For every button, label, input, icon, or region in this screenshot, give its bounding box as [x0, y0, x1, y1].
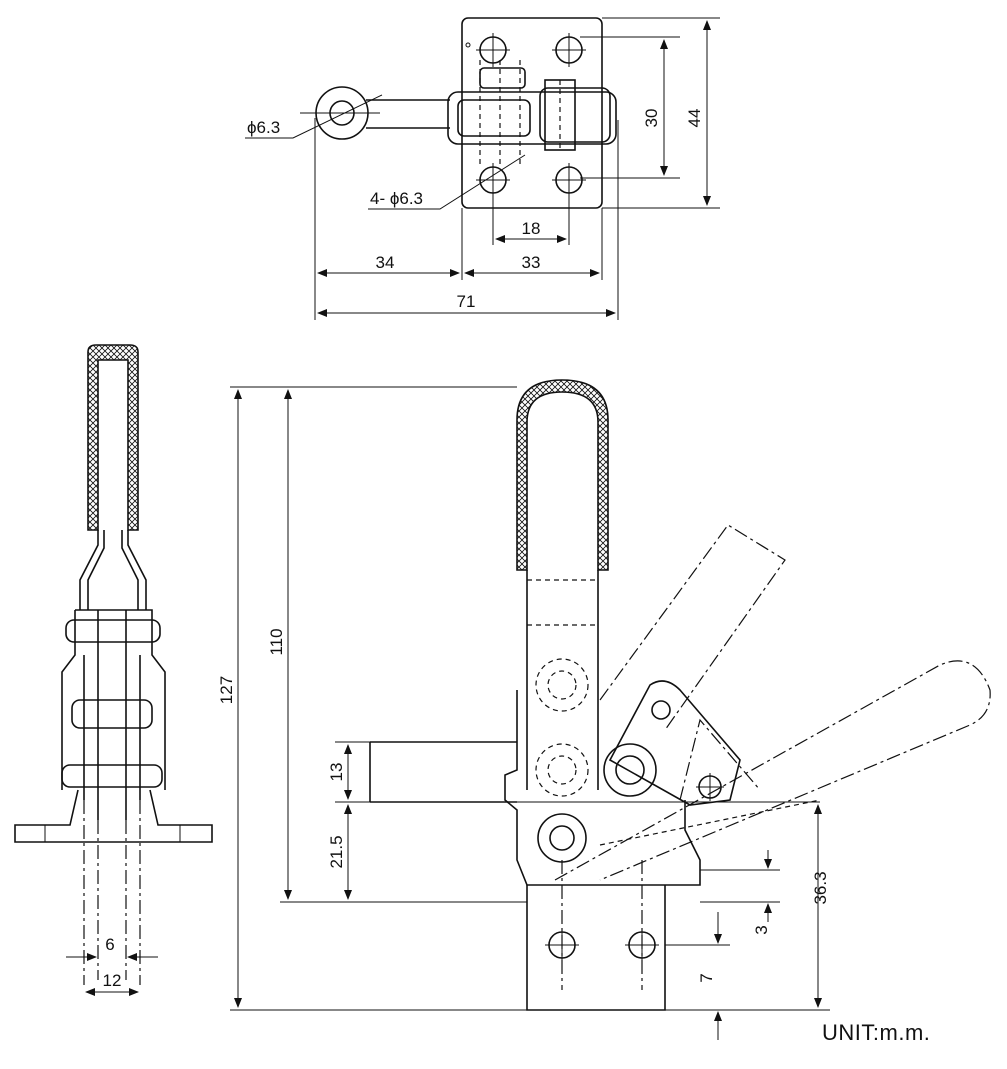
- dim-spindle-block: 13: [327, 763, 346, 782]
- front-view: 6 12: [14, 344, 213, 996]
- top-view: 30 44 18 34 33 71 ϕ6.3 4- ϕ6.3: [245, 17, 720, 320]
- dim-overall-height: 127: [217, 676, 236, 704]
- side-view: 127 110 13 21.5 36.3 3 7: [217, 379, 991, 1040]
- dim-base-thickness: 3: [752, 925, 771, 934]
- dim-base-width: 33: [522, 253, 541, 272]
- dim-handle-height: 110: [267, 628, 286, 655]
- dim-pivot-height: 21.5: [327, 835, 346, 868]
- dim-clamp-height: 36.3: [811, 871, 830, 904]
- dim-hole-pitch-horizontal: 18: [522, 219, 541, 238]
- unit-label: UNIT:m.m.: [822, 1020, 931, 1045]
- top-linkage: [447, 60, 617, 165]
- side-pivots: [535, 658, 724, 863]
- dim-hole-pitch-vertical: 30: [642, 109, 661, 128]
- front-grip: [87, 344, 139, 531]
- dim-outer-width: 12: [103, 971, 122, 990]
- dim-overall-length: 71: [457, 292, 476, 311]
- base-holes-callout: 4- ϕ6.3: [370, 189, 423, 208]
- dim-arm-reach: 34: [376, 253, 395, 272]
- top-base-holes: [476, 33, 586, 197]
- top-base-plate: [461, 17, 603, 209]
- dim-hole-offset: 7: [697, 973, 716, 982]
- side-phantom-positions: [554, 524, 991, 881]
- top-handle-arm: [300, 86, 450, 140]
- top-dimensions: 30 44 18 34 33 71 ϕ6.3 4- ϕ6.3: [245, 17, 720, 320]
- dim-inner-width: 6: [105, 935, 114, 954]
- dim-base-height: 44: [685, 109, 704, 128]
- side-grip: [516, 379, 609, 571]
- eye-hole-callout: ϕ6.3: [247, 118, 280, 137]
